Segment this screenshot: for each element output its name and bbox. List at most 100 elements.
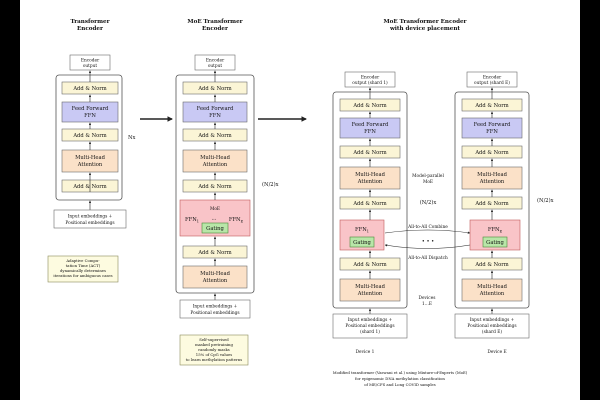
panel2-note-line5: to learn methylation patterns [186,357,243,362]
panel1-encoder-block-frame [55,74,123,201]
panel-transformer-encoder: Transformer Encoder Encoder output Add &… [47,19,136,283]
device1-gating-box [349,236,375,248]
panel2-mha-bottom-line1: Multi-Head [200,271,230,277]
deviceE-mha-top-line1: Multi-Head [477,172,507,178]
panel1-encoder-output-line1: Encoder [81,59,100,64]
panel2-title-line1: MoE Transformer [187,19,242,25]
panel2-encoder-output-line2: output [208,64,223,69]
panel2-encoder-output-box [194,54,236,71]
device1-gating-label: Gating [353,240,371,246]
deviceE-input-line3: (shard E) [482,330,503,335]
panel-moe-transformer-encoder: MoE Transformer Encoder Encoder output A… [175,19,279,366]
panel2-ffn-dots: ··· [212,217,217,223]
panel2-moe-label: MoE [210,207,220,212]
panel2-input-box [179,299,251,319]
panel2-title-line2: Encoder [202,26,228,32]
deviceE-ffn-line1: Feed Forward [474,122,511,128]
panel2-add-norm-4-label: Add & Norm [197,250,231,256]
panel1-add-norm-top-label: Add & Norm [72,86,106,92]
figure-caption: Modified transformer (Vaswani et al.) us… [333,370,468,387]
panel1-add-norm-mid-label: Add & Norm [72,133,106,139]
device1-input-line3: (shard 1) [360,330,380,335]
panel2-pretraining-note-box [179,334,249,366]
panel2-add-norm-1-label: Add & Norm [197,86,231,92]
device1-mha-top-box [339,166,401,190]
device-1-column: Encoder output (shard 1) Add & Norm Feed… [332,71,408,355]
deviceE-mha-bottom-box [461,278,523,302]
deviceE-ffn-line2: FFN [486,129,498,135]
panel2-add-norm-3-label: Add & Norm [197,184,231,190]
device1-add-norm-3-label: Add & Norm [352,201,386,207]
panel1-input-line2: Positional embeddings [65,221,114,226]
device1-mha-bottom-line1: Multi-Head [355,284,385,290]
caption-line2: for epigenomic DNA methylation classific… [355,376,445,381]
panel2-mha-bottom-box [182,265,248,289]
device1-ffn-moe-label: FFN1 [355,227,369,234]
all-to-all-combine-arrow [384,229,471,234]
panel3-repeat-right: (N/2)x [537,197,554,204]
panel2-input-line1: Input embeddings + [193,305,238,310]
deviceE-ffn-moe-label: FFNE [488,227,503,234]
deviceE-ffn-box [461,117,523,139]
caption-line3: of ME/CFS and Long COVID samples [364,382,436,387]
device1-add-norm-2-label: Add & Norm [352,150,386,156]
panel1-add-norm-bottom-label: Add & Norm [72,184,106,190]
device1-ffn-line1: Feed Forward [352,122,389,128]
deviceE-add-norm-1-label: Add & Norm [474,103,508,109]
device-e-column: Encoder output (shard E) Add & Norm Feed… [454,71,530,355]
devices-range-line1: Devices [419,296,436,301]
device1-mha-bottom-line2: Attention [357,291,383,297]
panel1-input-box [53,209,127,229]
device1-ffn-box [339,117,401,139]
panel2-note-line4: 15% of CpG values [196,352,232,357]
panel2-gating-box [201,222,229,234]
panel3-repeat-mid: (N/2)x [420,199,437,206]
panel1-input-line1: Input embeddings + [68,215,113,220]
device1-output-line2: output (shard 1) [352,81,388,86]
panel3-title-line2: with device placement [389,26,460,32]
panel-moe-device-placement: MoE Transformer Encoder with device plac… [332,19,554,355]
device1-mha-top-line1: Multi-Head [355,172,385,178]
panel2-note-line1: Self-supervised [199,337,229,342]
panel2-encoder-output-line1: Encoder [206,59,225,64]
panel1-ffn-line1: Feed Forward [72,106,109,112]
panel2-mha-bottom-line2: Attention [202,278,228,284]
panel2-ffn1-label: FFN1 [185,217,199,224]
all-to-all-dispatch-label: All-to-All Dispatch [407,256,448,261]
panel1-ffn-box [61,101,119,123]
device1-add-norm-1-label: Add & Norm [352,103,386,109]
device1-label: Device 1 [356,350,375,355]
device1-output-line1: Encoder [361,76,380,81]
deviceE-input-line2: Positional embeddings [467,324,516,329]
panel2-ffn-line1: Feed Forward [197,106,234,112]
deviceE-add-norm-4-label: Add & Norm [474,262,508,268]
deviceE-output-line2: output (shard E) [474,81,510,86]
panel1-encoder-output-box [69,54,111,71]
panel2-mha-top-line2: Attention [202,162,228,168]
panel2-note-line2: masked pretraining [195,342,233,347]
panel2-repeat-label: (N/2)x [262,181,279,188]
deviceE-encoder-output-box [466,71,518,88]
panel2-mha-top-box [182,149,248,173]
panel1-mha-line2: Attention [77,162,103,168]
panel2-gating-label: Gating [206,226,224,232]
deviceE-mha-bottom-line2: Attention [479,291,505,297]
deviceE-label: Device E [487,350,506,355]
devices-range-line2: 1...E [422,302,432,307]
panel1-ffn-line2: FFN [84,113,96,119]
panel1-title-line1: Transformer [70,19,109,25]
panel2-note-line3: randomly masks [198,347,230,352]
panel3-title-line1: MoE Transformer Encoder [383,19,466,25]
deviceE-add-norm-2-label: Add & Norm [474,150,508,156]
device1-input-line2: Positional embeddings [345,324,394,329]
deviceE-gating-label: Gating [486,240,504,246]
panel1-encoder-output-line2: output [83,64,98,69]
panel1-mha-box [61,149,119,173]
all-to-all-combine-label: All-to-All Combine [407,225,448,230]
device1-input-box [332,313,408,339]
panel2-ffne-label: FFNE [229,217,244,224]
deviceE-mha-top-line2: Attention [479,179,505,185]
panel1-mha-line1: Multi-Head [75,155,105,161]
deviceE-mha-bottom-line1: Multi-Head [477,284,507,290]
